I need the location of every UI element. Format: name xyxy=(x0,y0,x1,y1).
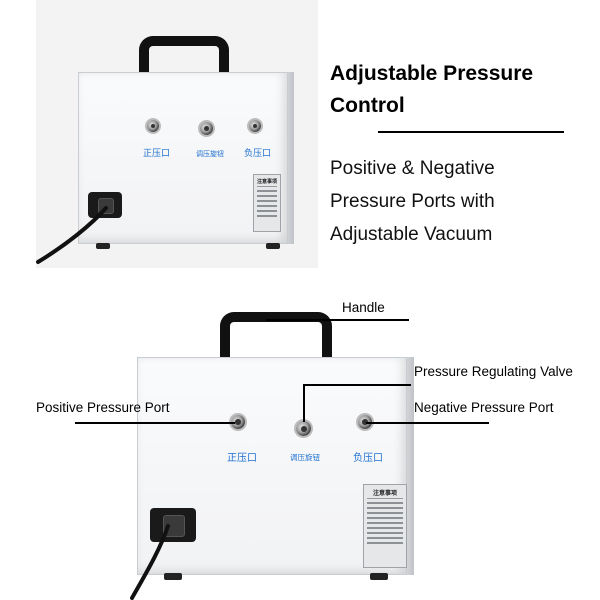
bottom-warning-label: 注意事项 xyxy=(363,484,407,568)
top-negative-port xyxy=(249,120,261,132)
top-positive-port-label: 正压口 xyxy=(143,148,171,158)
callout-regulating-valve-connector xyxy=(303,384,305,422)
top-headline-line1: Adjustable Pressure xyxy=(330,62,534,85)
callout-positive-port-line xyxy=(75,422,235,424)
bottom-power-cable xyxy=(130,524,170,600)
bottom-handle xyxy=(220,312,332,364)
top-foot-right xyxy=(266,243,280,249)
bottom-regulator-label: 调压旋钮 xyxy=(290,453,320,462)
description-line-2: Pressure Ports with xyxy=(330,191,495,212)
bottom-power-socket xyxy=(150,508,196,542)
bottom-device-side xyxy=(404,357,414,575)
callout-handle-label: Handle xyxy=(342,300,385,315)
top-power-socket xyxy=(88,192,122,218)
top-foot-left xyxy=(96,243,110,249)
headline-underline xyxy=(378,131,564,133)
callout-positive-port-label: Positive Pressure Port xyxy=(36,400,170,415)
callout-regulating-valve-line xyxy=(303,384,411,386)
bottom-positive-port xyxy=(231,415,245,429)
top-regulator-valve xyxy=(200,122,213,135)
top-warning-label: 注意事项 xyxy=(253,174,281,232)
bottom-negative-port-label: 负压口 xyxy=(353,453,383,464)
bottom-regulator-valve xyxy=(296,421,311,436)
top-device-side xyxy=(284,72,294,244)
description-line-3: Adjustable Vacuum xyxy=(330,224,493,245)
top-warning-title: 注意事项 xyxy=(257,179,278,187)
top-negative-port-label: 负压口 xyxy=(244,148,272,158)
callout-negative-port-line xyxy=(366,422,489,424)
bottom-positive-port-label: 正压口 xyxy=(227,453,257,464)
top-power-cable xyxy=(36,206,108,264)
callout-handle-line xyxy=(266,319,409,321)
bottom-negative-port xyxy=(358,415,372,429)
bottom-foot-left xyxy=(164,573,182,580)
callout-regulating-valve-label: Pressure Regulating Valve xyxy=(414,364,573,379)
bottom-foot-right xyxy=(370,573,388,580)
description-line-1: Positive & Negative xyxy=(330,158,495,179)
callout-negative-port-label: Negative Pressure Port xyxy=(414,400,554,415)
top-positive-port xyxy=(147,120,159,132)
bottom-warning-title: 注意事项 xyxy=(367,488,403,499)
top-headline-line2: Control xyxy=(330,94,405,117)
top-regulator-label: 调压旋钮 xyxy=(196,151,224,158)
top-handle xyxy=(139,36,229,78)
